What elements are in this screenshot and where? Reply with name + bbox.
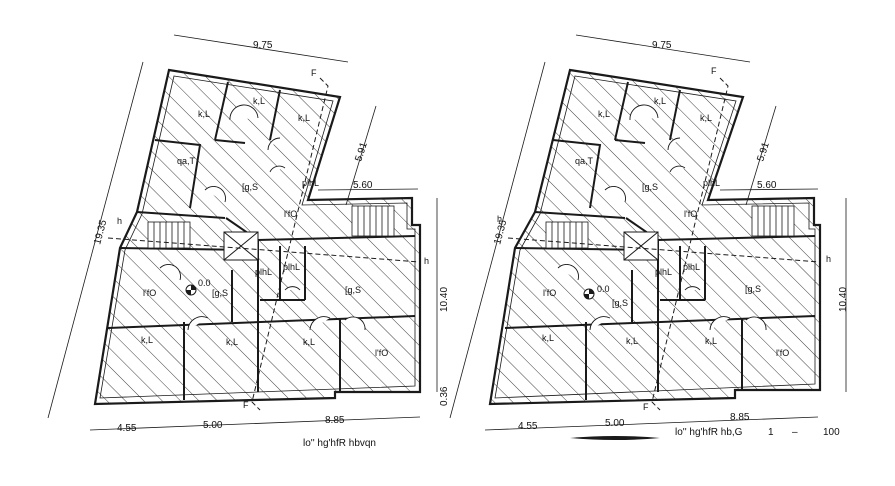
plan-caption: lo'' hg'hfR hb,G xyxy=(675,427,743,438)
section-mark-right: h xyxy=(424,256,429,266)
dim-left: 19.35 xyxy=(92,218,109,245)
door-swings xyxy=(159,104,366,331)
dim-diagonal: 5.91 xyxy=(353,141,370,163)
section-mark-bottom: F xyxy=(243,400,249,410)
dim-bottom-right-small: 0.36 xyxy=(439,386,450,406)
room-label: qa,T xyxy=(575,156,594,166)
interior-walls xyxy=(504,81,816,400)
dim-right: 10.40 xyxy=(439,287,450,312)
staircase-left-stairs xyxy=(545,221,589,249)
room-label: l'fO xyxy=(543,288,556,298)
section-line xyxy=(107,77,421,411)
room-label: k,L xyxy=(542,333,554,343)
section-mark-right: h xyxy=(826,254,831,264)
staircase-left-stairs xyxy=(147,221,191,249)
room-label: k,L xyxy=(654,96,666,106)
room-label: l'fO xyxy=(375,348,388,358)
dim-diagonal: 5.91 xyxy=(755,141,772,163)
level-marker-icon xyxy=(185,284,197,296)
dim-top: 9.75 xyxy=(253,40,273,51)
dimension-lines xyxy=(449,34,847,431)
room-label: plhL xyxy=(302,178,319,188)
dim-right: 10.40 xyxy=(838,287,849,312)
room-label: k,L xyxy=(626,336,638,346)
room-label: k,L xyxy=(198,109,210,119)
floor-plan-left: 9.75 19.35 5.91 5.60 10.40 0.36 4.55 5.0… xyxy=(47,34,450,449)
room-label: l'fO xyxy=(684,209,697,219)
dim-bottom-3: 8.85 xyxy=(325,415,345,426)
room-label: plhL xyxy=(255,267,272,277)
room-label: plhL xyxy=(703,178,720,188)
room-label: k,L xyxy=(705,336,717,346)
section-mark-top: F xyxy=(711,66,717,76)
room-label: k,L xyxy=(141,335,153,345)
room-label: k,L xyxy=(298,113,310,123)
room-label: qa,T xyxy=(177,156,196,166)
staircase-right-stairs xyxy=(351,205,395,237)
room-label: [g,S xyxy=(642,182,658,192)
room-label: k,L xyxy=(253,96,265,106)
dimension-lines xyxy=(47,34,438,431)
section-mark-top: F xyxy=(311,68,317,78)
dim-bottom-2: 5.00 xyxy=(203,420,223,431)
room-label: k,L xyxy=(598,109,610,119)
dim-bottom-1: 4.55 xyxy=(518,421,538,432)
scale-label: 1 xyxy=(768,427,774,438)
dim-bottom-2: 5.00 xyxy=(605,418,625,429)
room-label: plhL xyxy=(683,262,700,272)
scale-dash: – xyxy=(792,427,798,438)
scale-bar-icon xyxy=(570,436,660,440)
dim-bottom-3: 8.85 xyxy=(730,412,750,423)
section-line xyxy=(507,77,821,411)
room-label: k,L xyxy=(700,113,712,123)
section-mark-left: h xyxy=(497,214,502,224)
room-label: [g,S xyxy=(745,284,761,294)
room-label: l'fO xyxy=(776,348,789,358)
outer-wall-inner xyxy=(99,75,416,399)
section-mark-left: h xyxy=(117,216,122,226)
level-value: 0.0 xyxy=(597,284,610,294)
room-label: [g,S xyxy=(212,288,228,298)
room-label: plhL xyxy=(655,267,672,277)
dim-right-top: 5.60 xyxy=(757,180,777,191)
level-marker-icon xyxy=(583,288,595,300)
room-label: l'fO xyxy=(143,288,156,298)
room-label: k,L xyxy=(226,337,238,347)
room-label: [g,S xyxy=(242,182,258,192)
floor-plan-right: 9.75 19.35 5.91 5.60 10.40 4.55 5.00 8.8… xyxy=(449,34,849,440)
light-well xyxy=(623,231,659,261)
staircase-right-stairs xyxy=(751,205,795,237)
outer-wall-inner xyxy=(494,75,816,399)
plan-caption: lo'' hg'hfR hbvqn xyxy=(303,438,376,449)
dim-bottom-1: 4.55 xyxy=(117,423,137,434)
scale-value: 100 xyxy=(823,427,840,438)
room-label: l'fO xyxy=(284,209,297,219)
door-swings xyxy=(557,104,767,331)
dim-right-top: 5.60 xyxy=(353,180,373,191)
light-well xyxy=(223,231,259,261)
room-label: plhL xyxy=(283,262,300,272)
room-label: [g,S xyxy=(345,285,361,295)
room-label: [g,S xyxy=(612,298,628,308)
dim-top: 9.75 xyxy=(652,40,672,51)
room-label: k,L xyxy=(303,337,315,347)
section-mark-bottom: F xyxy=(643,402,649,412)
level-value: 0.0 xyxy=(198,278,211,288)
